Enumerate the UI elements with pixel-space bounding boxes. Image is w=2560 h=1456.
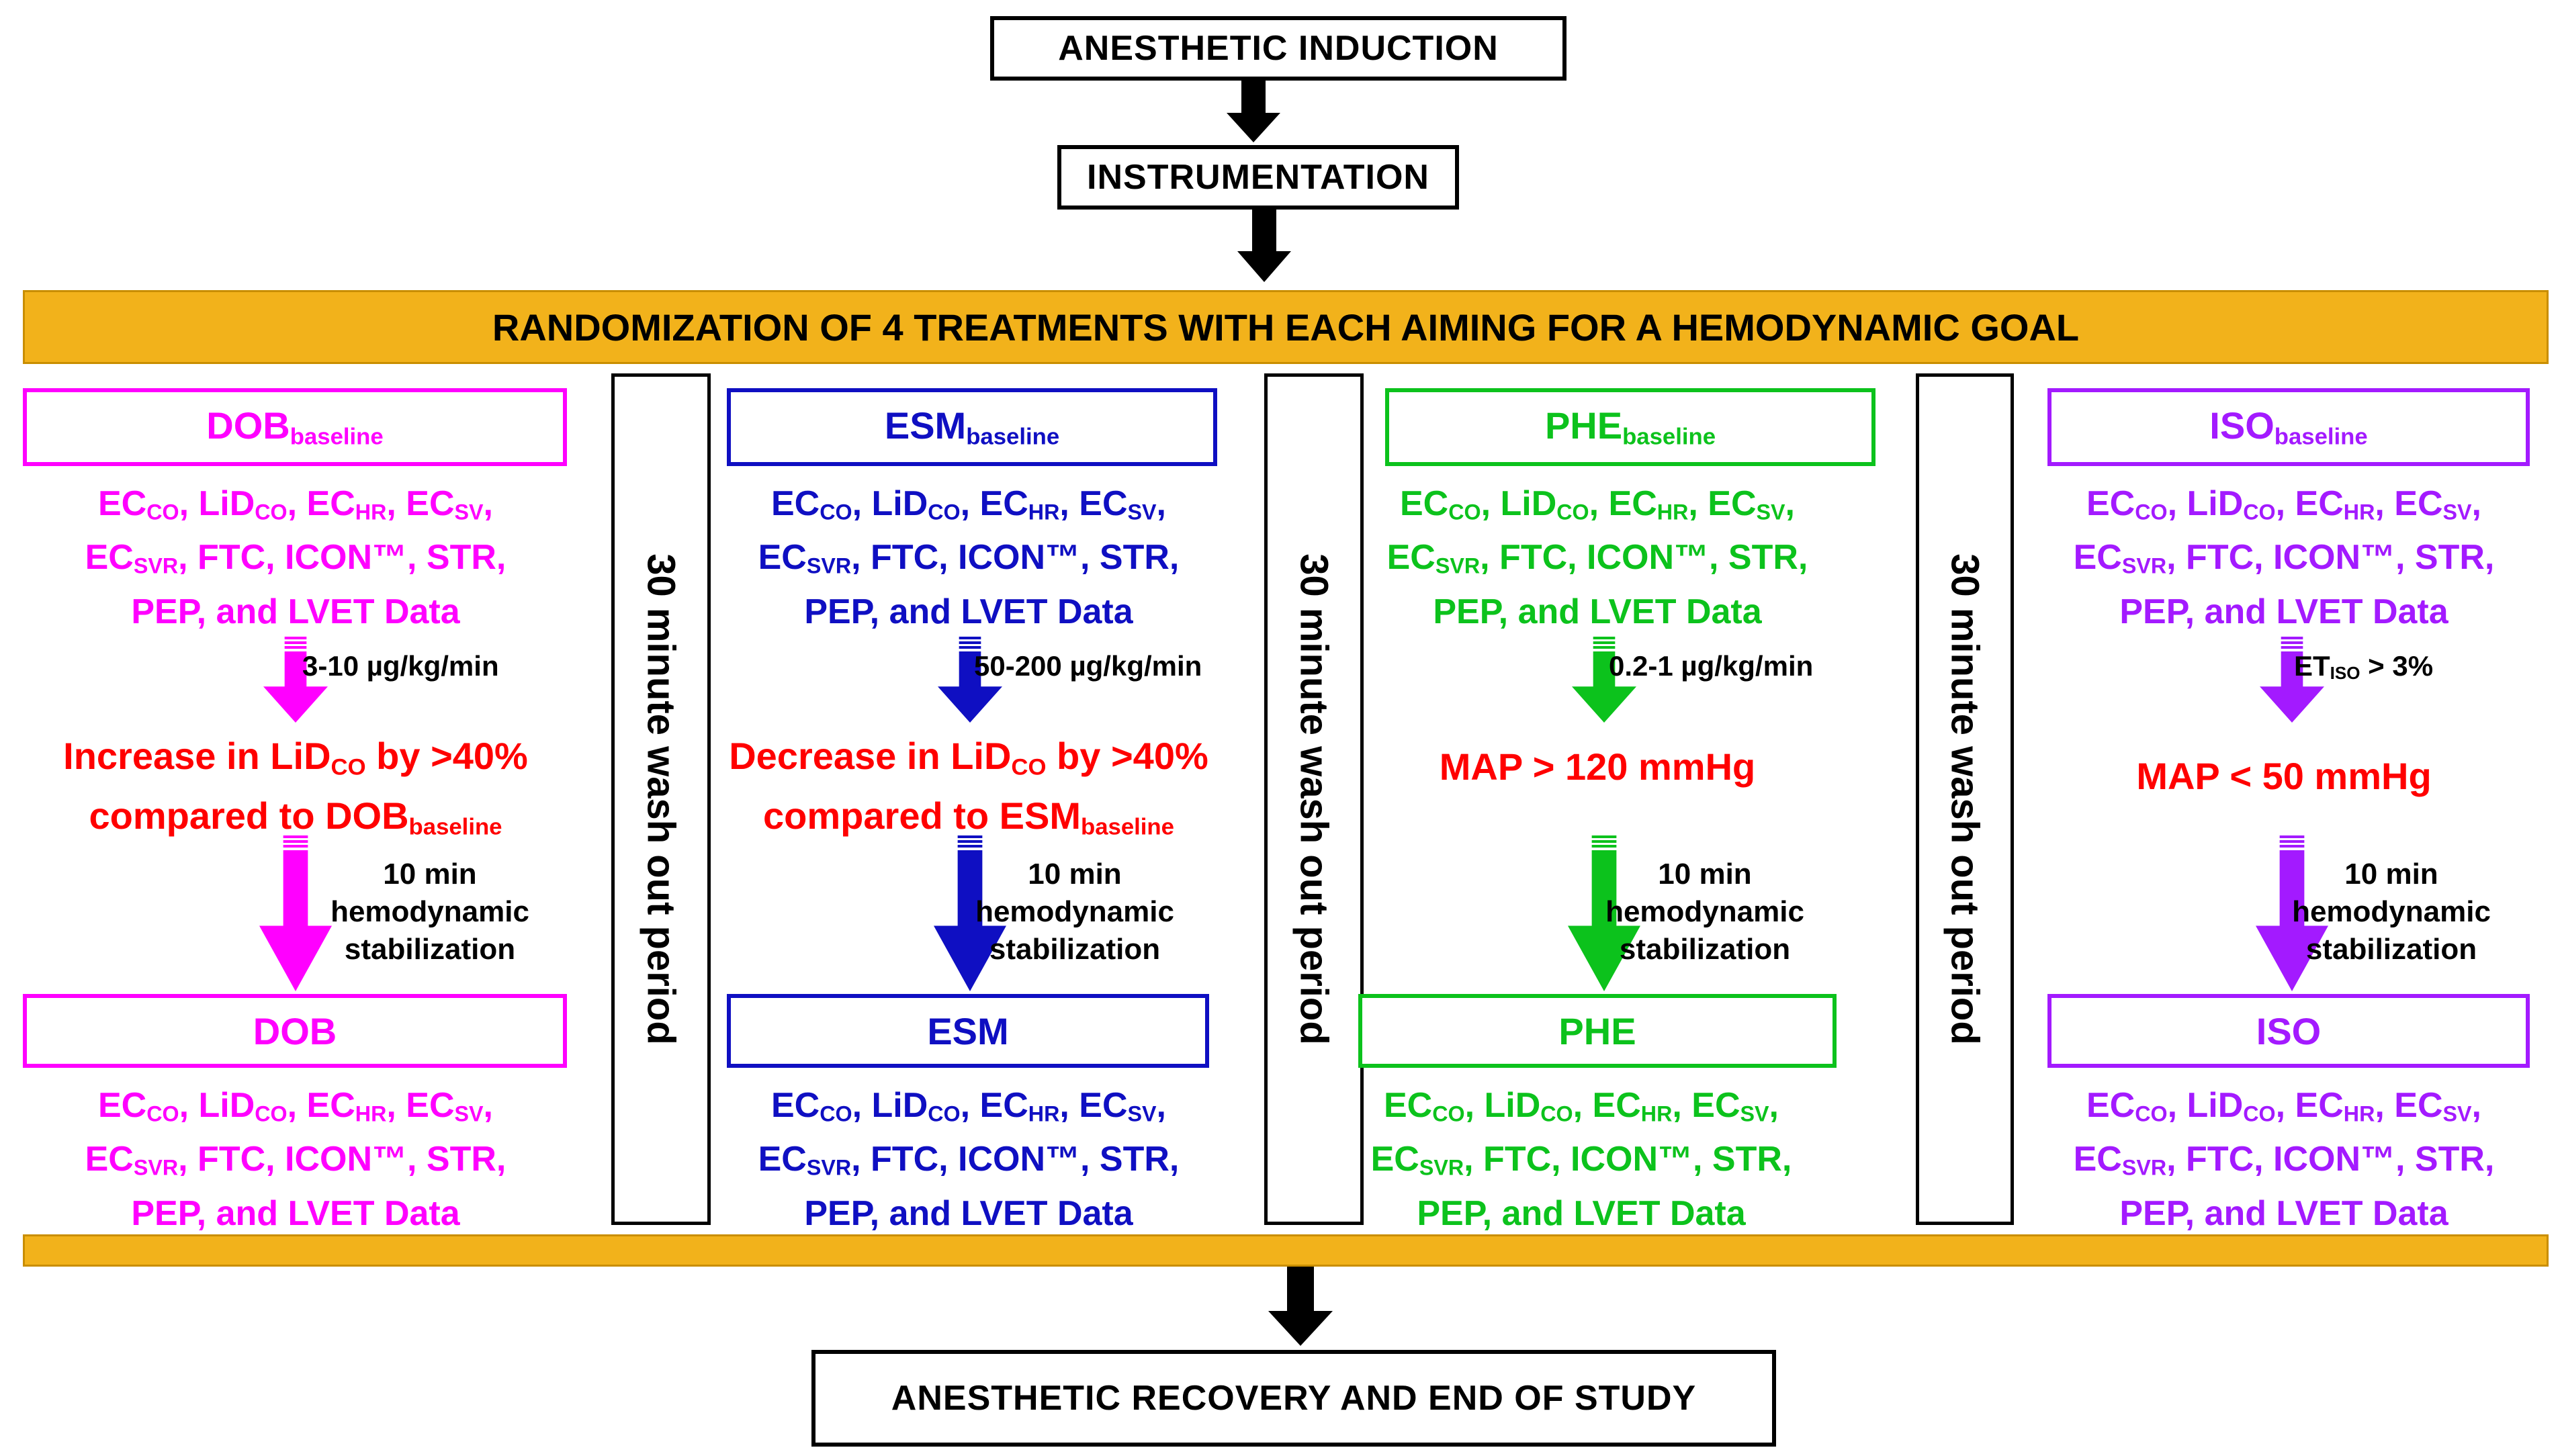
iso-hemodynamic-goal: MAP < 50 mmHg [2136,755,2432,797]
phe-baseline-label: PHEbaseline [1544,404,1716,450]
phe-dose-label: 0.2-1 µg/kg/min [1609,650,1814,682]
dob-stabilization-arrow [259,835,332,991]
dob-baseline-box: DOBbaseline [23,388,567,466]
randomization-label: RANDOMIZATION OF 4 TREATMENTS WITH EACH … [492,306,2080,349]
phe-baseline-data-block: ECCO, LiDCO, ECHR, ECSV,ECSVR, FTC, ICON… [1386,484,1808,631]
phe-baseline-box: PHEbaseline [1385,388,1875,466]
iso-treatment-box: ISO [2047,994,2530,1068]
arrow-induction-to-instrumentation [1227,81,1280,142]
phe-treatment-box: PHE [1358,994,1837,1068]
esm-treatment-label: ESM [927,1009,1009,1052]
esm-treatment-data-block: ECCO, LiDCO, ECHR, ECSV,ECSVR, FTC, ICON… [758,1086,1180,1233]
anesthetic-induction-label: ANESTHETIC INDUCTION [1058,29,1499,68]
esm-dose-arrow [938,637,1002,723]
instrumentation-label: INSTRUMENTATION [1087,158,1429,197]
esm-baseline-box: ESMbaseline [727,388,1217,466]
randomization-band: RANDOMIZATION OF 4 TREATMENTS WITH EACH … [23,290,2549,364]
esm-treatment-box: ESM [727,994,1209,1068]
iso-stabilization-arrow [2256,835,2328,991]
iso-dose-arrow [2260,637,2324,723]
dob-baseline-data-block: ECCO, LiDCO, ECHR, ECSV,ECSVR, FTC, ICON… [85,484,506,631]
dob-hemodynamic-goal: Increase in LiDCO by >40%compared to DOB… [63,735,528,840]
esm-hemodynamic-goal: Decrease in LiDCO by >40%compared to ESM… [729,735,1208,840]
dob-baseline-label: DOBbaseline [206,404,384,450]
bottom-band [23,1234,2549,1267]
washout-label-3: 30 minute wash out period [1943,553,1987,1045]
iso-baseline-box: ISObaseline [2047,388,2530,466]
iso-baseline-data-block: ECCO, LiDCO, ECHR, ECSV,ECSVR, FTC, ICON… [2073,484,2495,631]
iso-treatment-label: ISO [2256,1009,2322,1052]
esm-baseline-data-block: ECCO, LiDCO, ECHR, ECSV,ECSVR, FTC, ICON… [758,484,1180,631]
anesthetic-induction-box: ANESTHETIC INDUCTION [990,16,1566,81]
phe-treatment-label: PHE [1558,1009,1636,1052]
phe-hemodynamic-goal: MAP > 120 mmHg [1439,745,1756,788]
dob-dose-label: 3-10 µg/kg/min [302,650,499,682]
anesthetic-recovery-label: ANESTHETIC RECOVERY AND END OF STUDY [891,1379,1697,1418]
dob-treatment-label: DOB [253,1009,337,1052]
dob-treatment-data-block: ECCO, LiDCO, ECHR, ECSV,ECSVR, FTC, ICON… [85,1086,506,1233]
phe-stabilization-arrow [1568,835,1640,991]
arrow-instrumentation-to-randomization [1237,210,1291,282]
phe-treatment-data-block: ECCO, LiDCO, ECHR, ECSV,ECSVR, FTC, ICON… [1370,1086,1792,1233]
iso-treatment-data-block: ECCO, LiDCO, ECHR, ECSV,ECSVR, FTC, ICON… [2073,1086,2495,1233]
washout-period-2: 30 minute wash out period [1264,373,1364,1225]
iso-dose-label: ETISO > 3% [2294,650,2434,684]
instrumentation-box: INSTRUMENTATION [1057,145,1459,210]
esm-stabilization-arrow [934,835,1006,991]
arrow-band-to-recovery [1268,1267,1333,1346]
dob-treatment-box: DOB [23,994,567,1068]
esm-baseline-label: ESMbaseline [884,404,1060,450]
esm-dose-label: 50-200 µg/kg/min [974,650,1202,682]
phe-dose-arrow [1572,637,1636,723]
washout-period-3: 30 minute wash out period [1916,373,2014,1225]
anesthetic-recovery-box: ANESTHETIC RECOVERY AND END OF STUDY [811,1350,1776,1447]
dob-dose-arrow [263,637,328,723]
washout-period-1: 30 minute wash out period [611,373,711,1225]
iso-baseline-label: ISObaseline [2209,404,2368,450]
